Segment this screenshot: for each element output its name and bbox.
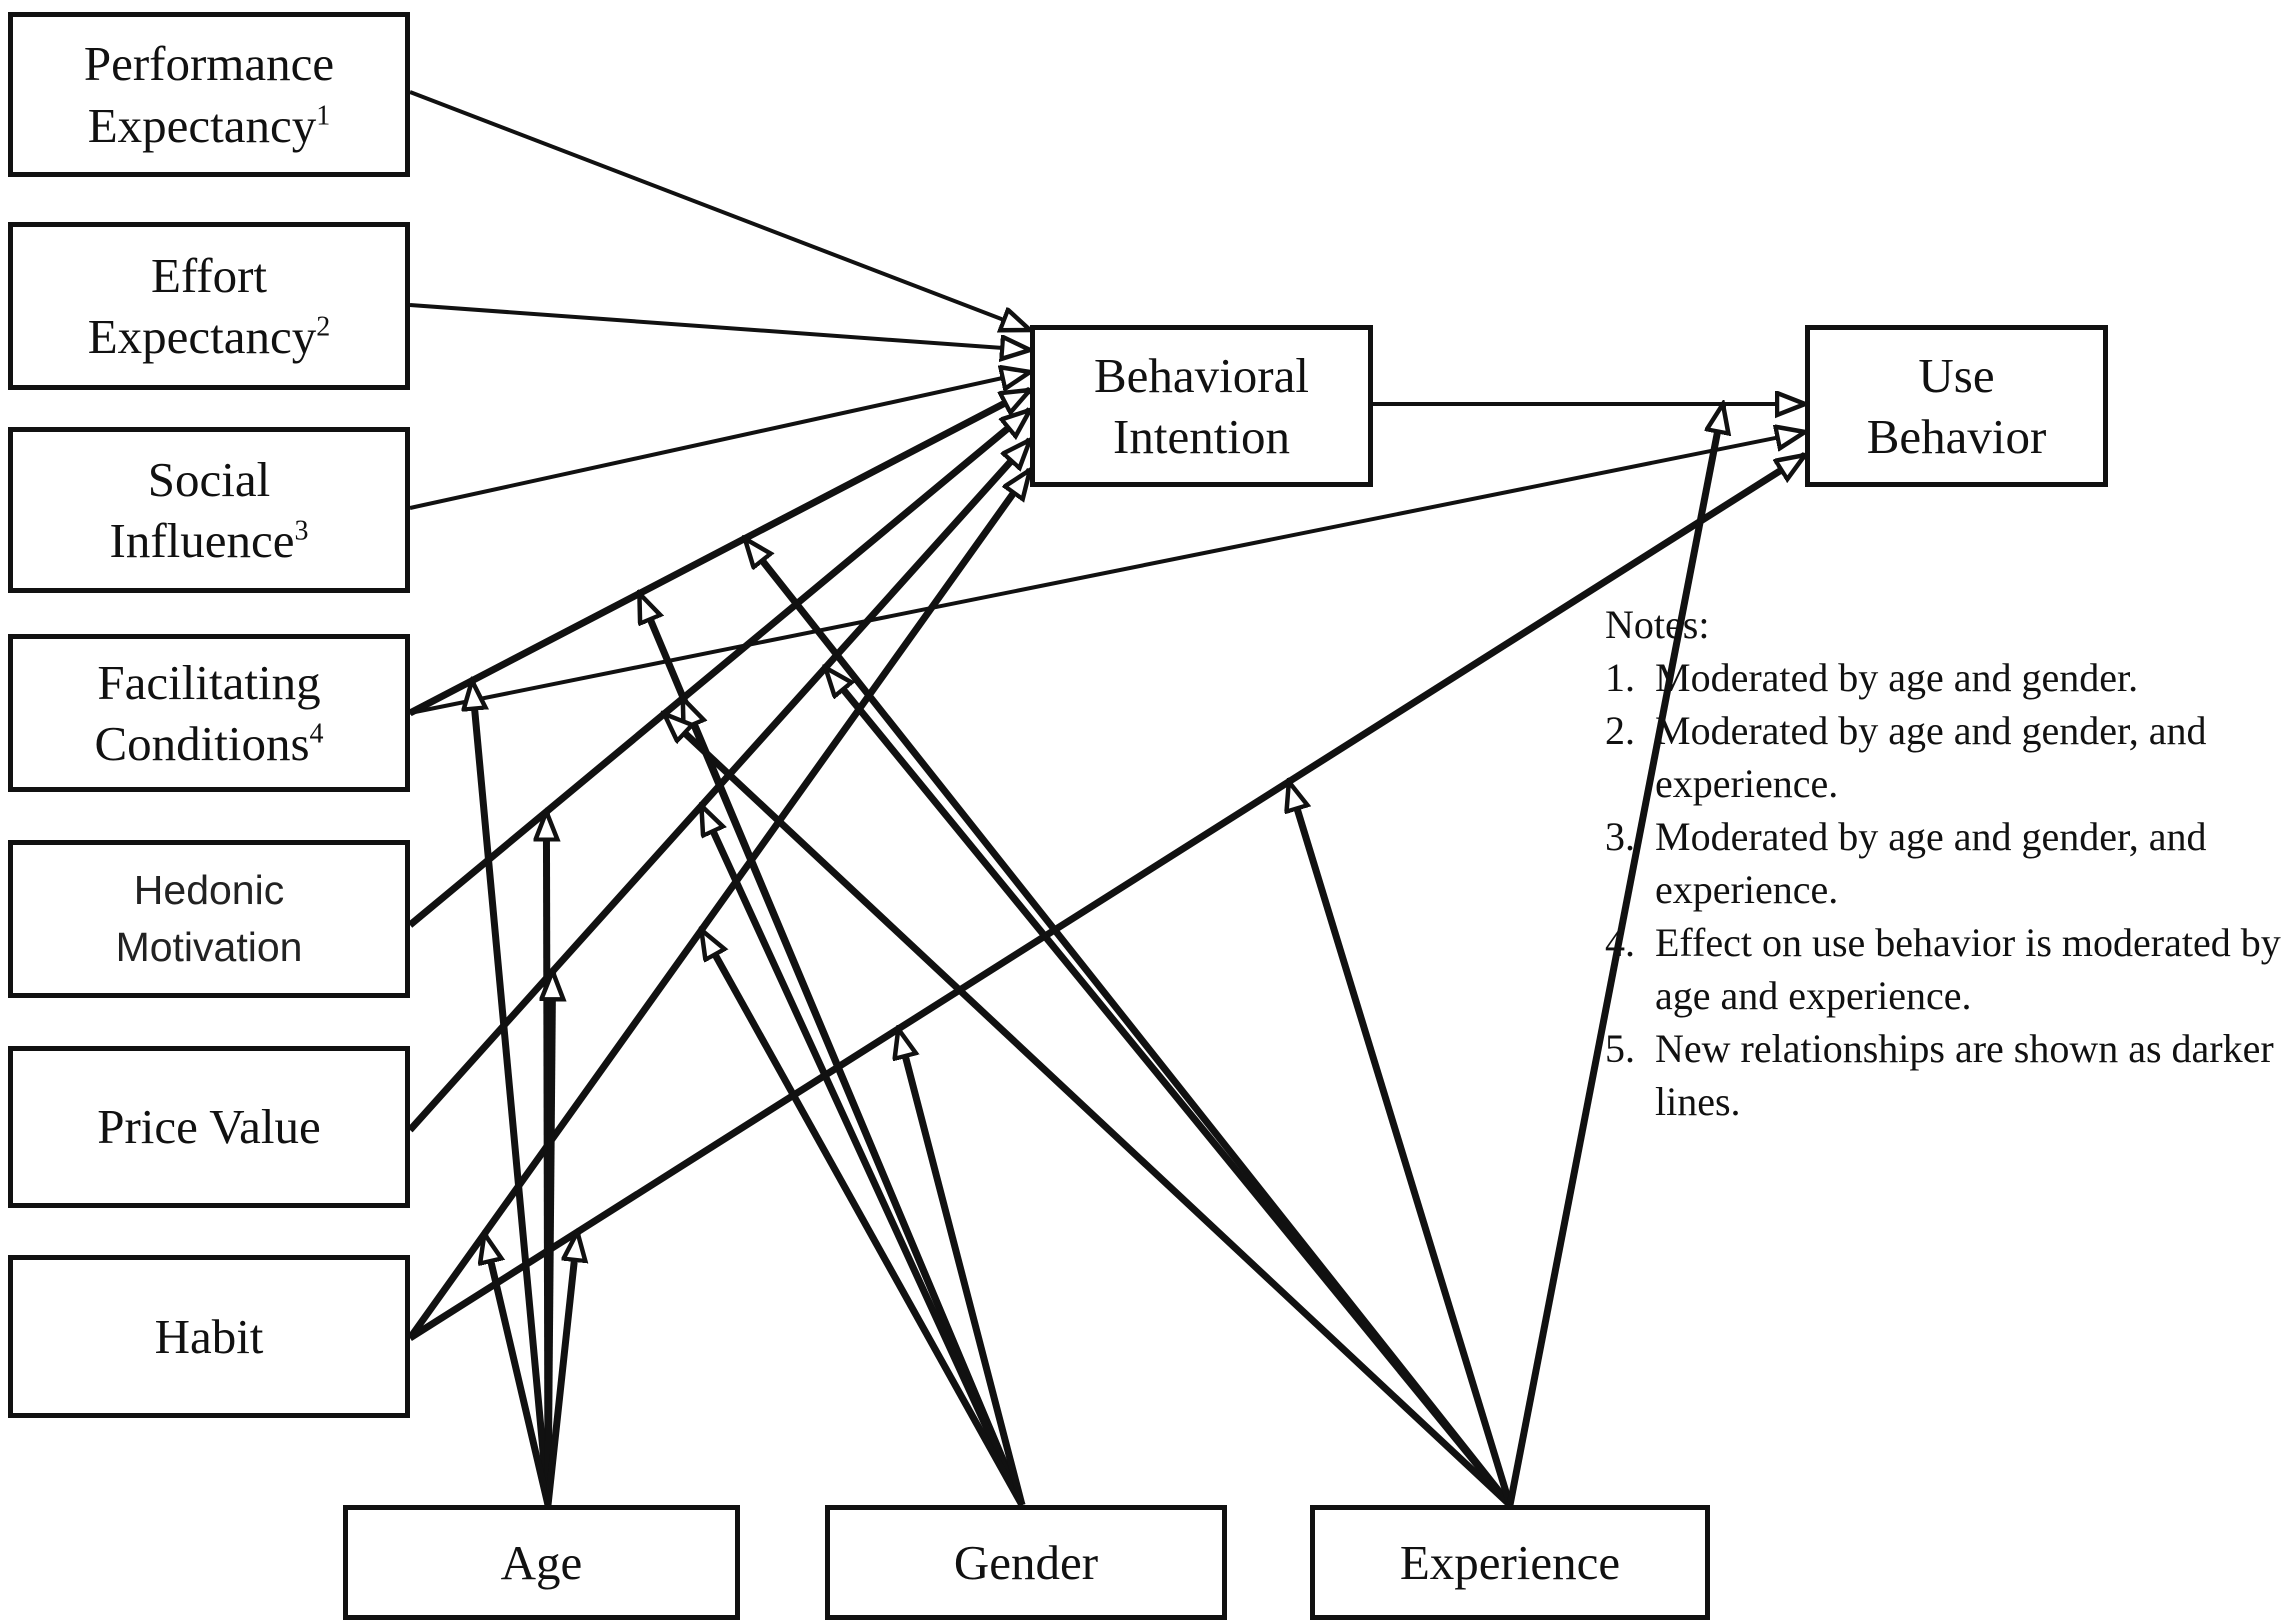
facilitating-conditions-line-1: Facilitating: [97, 654, 321, 710]
note-item: 5. New relationships are shown as darker …: [1605, 1022, 2295, 1128]
price-value-box: Price Value: [8, 1046, 410, 1208]
moderator-gender-on-price-value-to-behavioral-intention: [698, 806, 1026, 1507]
gender-box: Gender: [825, 1505, 1227, 1620]
hedonic-motivation-line-2: Motivation: [115, 924, 303, 970]
performance-expectancy-label: Expectancy: [87, 97, 317, 153]
moderator-age-on-habit-to-behavioral-intention: [484, 1234, 552, 1506]
moderator-gender-on-habit-to-behavioral-intention: [698, 930, 1026, 1507]
note-item: 4. Effect on use behavior is moderated by…: [1605, 916, 2295, 1022]
social-influence-label: Influence: [109, 513, 295, 568]
edge-habit-to-behavioral-intention: [407, 470, 1030, 1341]
note-text: Moderated by age and gender.: [1655, 655, 2139, 700]
use-behavior-line-2: Behavior: [1866, 409, 2047, 464]
notes-title: Notes:: [1605, 602, 1710, 647]
note-number: 4.: [1605, 920, 1635, 965]
experience-box: Experience: [1310, 1505, 1710, 1620]
note-text: New relationships are shown as darker li…: [1655, 1026, 2274, 1124]
moderator-age-on-habit-to-use-behavior: [544, 1232, 577, 1506]
behavioral-intention-line-1: Behavioral: [1094, 347, 1309, 403]
moderator-age-on-price-value-to-behavioral-intention: [548, 971, 553, 1506]
moderator-experience-on-hedonic-motivation-to-behavioral-intention: [664, 714, 1513, 1508]
facilitating-conditions-label: Conditions: [94, 716, 310, 771]
note-number: 3.: [1605, 814, 1635, 859]
social-influence-line-2: Influence3: [110, 510, 309, 571]
performance-expectancy-line-2: Expectancy1: [88, 95, 331, 156]
edge-performance-expectancy-to-behavioral-intention: [409, 90, 1030, 330]
age-label: Age: [500, 1534, 583, 1590]
habit-label: Habit: [154, 1308, 264, 1364]
experience-label: Experience: [1399, 1534, 1621, 1590]
gender-label: Gender: [953, 1534, 1099, 1590]
note-ref-4: 4: [309, 718, 324, 750]
price-value-label: Price Value: [97, 1099, 321, 1155]
hedonic-motivation-line-1: Hedonic: [133, 866, 285, 913]
facilitating-conditions-line-2: Conditions4: [94, 713, 323, 774]
edge-hedonic-motivation-to-behavioral-intention: [407, 410, 1030, 928]
effort-expectancy-box: Effort Expectancy2: [8, 222, 410, 390]
moderator-experience-on-price-value-to-behavioral-intention: [825, 668, 1513, 1508]
edge-facilitating-conditions-to-behavioral-intention: [408, 386, 1030, 717]
note-item: 3. Moderated by age and gender, and exper…: [1605, 810, 2295, 916]
moderator-gender-on-hedonic-motivation-to-behavioral-intention: [679, 698, 1026, 1507]
note-number: 2.: [1605, 708, 1635, 753]
edge-facilitating-conditions-to-use-behavior: [409, 432, 1805, 715]
behavioral-intention-box: Behavioral Intention: [1030, 325, 1373, 487]
performance-expectancy-line-1: Performance: [83, 36, 335, 92]
notes-panel: Notes: 1. Moderated by age and gender. 2.…: [1605, 598, 2295, 1128]
note-ref-2: 2: [316, 311, 331, 343]
hedonic-motivation-box: Hedonic Motivation: [8, 840, 410, 998]
behavioral-intention-line-2: Intention: [1113, 409, 1290, 464]
effort-expectancy-line-1: Effort: [150, 247, 268, 303]
moderator-experience-on-habit-to-use-behavior: [1289, 782, 1514, 1507]
habit-box: Habit: [8, 1255, 410, 1418]
moderator-experience-on-behavioral-intention-to-use-behavior: [1506, 404, 1723, 1506]
age-box: Age: [343, 1505, 740, 1620]
social-influence-line-1: Social: [147, 451, 271, 507]
effort-expectancy-line-2: Expectancy2: [88, 306, 331, 367]
edge-social-influence-to-behavioral-intention: [409, 372, 1030, 510]
performance-expectancy-box: Performance Expectancy1: [8, 12, 410, 177]
moderator-gender-on-habit-to-use-behavior: [898, 1029, 1026, 1506]
edge-effort-expectancy-to-behavioral-intention: [409, 303, 1030, 350]
note-number: 5.: [1605, 1026, 1635, 1071]
note-number: 1.: [1605, 655, 1635, 700]
social-influence-box: Social Influence3: [8, 427, 410, 593]
edge-habit-to-use-behavior: [408, 455, 1805, 1341]
effort-expectancy-label: Expectancy: [87, 309, 317, 364]
note-item: 1. Moderated by age and gender.: [1605, 651, 2295, 704]
note-text: Moderated by age and gender, and experie…: [1655, 708, 2207, 806]
use-behavior-box: Use Behavior: [1805, 325, 2108, 487]
use-behavior-line-1: Use: [1918, 347, 1995, 403]
note-text: Effect on use behavior is moderated by a…: [1655, 920, 2281, 1018]
moderator-age-on-facilitating-conditions-to-behavioral-intention: [472, 681, 552, 1506]
note-text: Moderated by age and gender, and experie…: [1655, 814, 2207, 912]
note-ref-3: 3: [294, 515, 309, 547]
note-ref-1: 1: [316, 100, 331, 132]
note-item: 2. Moderated by age and gender, and exper…: [1605, 704, 2295, 810]
facilitating-conditions-box: Facilitating Conditions4: [8, 634, 410, 792]
